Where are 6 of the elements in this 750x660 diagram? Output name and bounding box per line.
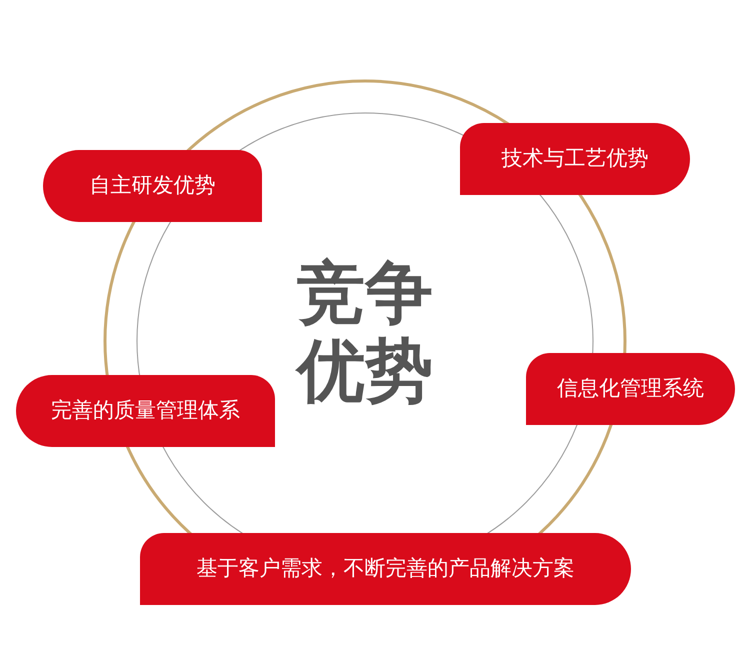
center-title: 竞争优势 — [295, 255, 434, 412]
advantage-pill: 自主研发优势 — [43, 150, 262, 222]
advantage-pill: 基于客户需求，不断完善的产品解决方案 — [140, 533, 631, 605]
advantage-pill: 完善的质量管理体系 — [16, 375, 275, 447]
advantage-pill: 技术与工艺优势 — [460, 123, 690, 195]
advantage-pill: 信息化管理系统 — [526, 353, 735, 425]
